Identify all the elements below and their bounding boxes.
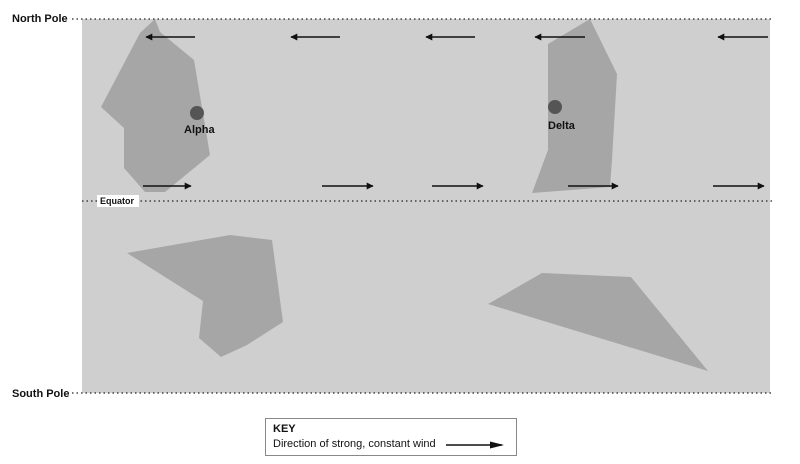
key-row: Direction of strong, constant wind [273,438,509,451]
landmass-southeast [488,273,708,371]
south-pole-label: South Pole [12,388,69,400]
landmass-northwest [101,19,210,192]
city-label-alpha: Alpha [184,124,215,136]
equator-label-bg [97,195,139,207]
equator-label: Equator [100,196,134,206]
key-title: KEY [273,423,296,435]
landmass-southwest [127,235,283,357]
key-wind-arrow-icon [445,441,504,448]
city-marker-alpha [190,106,204,120]
map-key: KEY Direction of strong, constant wind [265,418,517,456]
city-marker-delta [548,100,562,114]
city-label-delta: Delta [548,120,576,132]
north-pole-label: North Pole [12,13,68,25]
key-wind-description: Direction of strong, constant wind [273,438,436,450]
landmass-northeast [532,19,617,193]
